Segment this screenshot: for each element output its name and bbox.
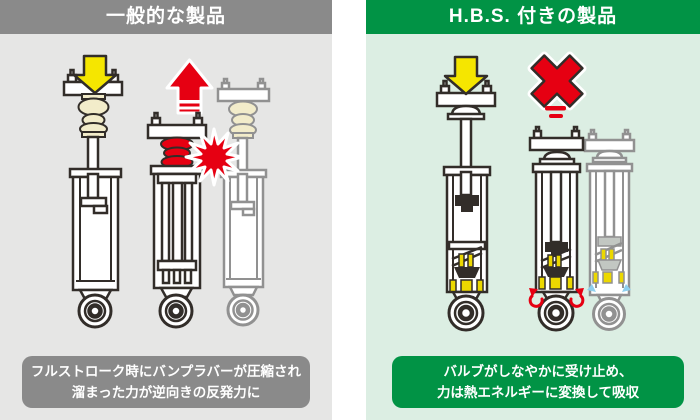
heat-flow-arrows-icon [587, 284, 631, 292]
panel-hbs-caption: バルブがしなやかに受け止め、 力は熱エネルギーに変換して吸収 [392, 356, 684, 408]
damper-hbs-extended [435, 55, 497, 332]
impact-burst-icon [184, 127, 244, 187]
caption-line: 溜まった力が逆向きの反発力に [71, 385, 261, 400]
panel-hbs-title: H.B.S. 付きの製品 [366, 0, 700, 34]
down-force-arrow-icon [443, 55, 489, 96]
panel-general-title: 一般的な製品 [0, 0, 332, 34]
damper-normal-extended [62, 54, 124, 329]
damper-normal-reference [216, 77, 271, 327]
compressed-bump-rubber [160, 136, 194, 169]
damper-normal-compressed [146, 58, 244, 329]
hbs-valve [538, 247, 574, 290]
bump-rubber-muted [228, 100, 258, 139]
caption-line: バルブがしなやかに受け止め、 [443, 364, 633, 379]
no-impact-x-icon [527, 51, 587, 118]
damper-hbs-reference [583, 128, 636, 331]
oil-flow-arrows-icon [528, 288, 585, 308]
panel-general-caption: フルストローク時にバンプラバーが圧縮され 溜まった力が逆向きの反発力に [22, 356, 310, 408]
bump-rubber [77, 93, 110, 138]
damper-hbs-compressed [527, 51, 587, 332]
caption-line: フルストローク時にバンプラバーが圧縮され [30, 364, 302, 379]
caption-line: 力は熱エネルギーに変換して吸収 [436, 385, 640, 400]
rebound-force-arrow-icon [165, 58, 214, 115]
down-force-arrow-icon [72, 54, 118, 95]
